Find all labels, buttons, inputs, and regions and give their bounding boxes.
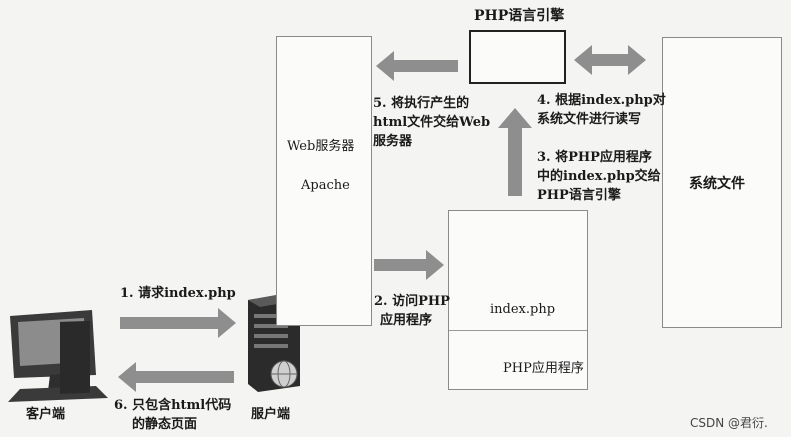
step-3-line1: 3. 将PHP应用程序 [537,150,652,165]
step-3-line2: 中的index.php交给 [537,169,661,184]
step-5-line3: 服务器 [373,134,413,149]
arrow-access-app [374,250,444,280]
client-label: 客户端 [26,407,66,422]
step-6-line2: 的静态页面 [132,417,198,432]
php-engine-title: PHP语言引擎 [474,8,565,24]
step-5-line2: html文件交给Web [373,115,491,130]
web-server-box [276,36,372,326]
app-box-divider [449,330,587,331]
arrow-html-to-server [376,51,458,81]
step-1-label: 1. 请求index.php [120,286,236,301]
step-5-line1: 5. 将执行产生的 [373,96,470,111]
file-system-box [662,37,782,328]
server-label: 服户端 [251,407,291,422]
arrow-request [120,308,236,338]
php-app-label: PHP应用程序 [503,361,584,376]
step-2-line2: 应用程序 [380,313,433,328]
step-4-line2: 系统文件进行读写 [537,112,642,127]
watermark: CSDN @君衍. [690,416,768,430]
web-server-label: Web服务器 [287,139,355,154]
index-file-label: index.php [490,302,556,317]
step-6-line1: 6. 只包含html代码 [114,398,232,413]
arrow-response [118,362,234,392]
file-system-label: 系统文件 [689,176,745,192]
step-3-line3: PHP语言引擎 [537,188,621,203]
php-engine-box [469,30,566,84]
arrow-to-engine [498,108,532,196]
computer-icon [8,310,108,402]
step-4-line1: 4. 根据index.php对 [537,93,666,108]
step-2-line1: 2. 访问PHP [374,294,450,309]
web-server-name: Apache [301,178,350,193]
app-box [448,210,588,390]
arrow-read-write [574,45,646,75]
